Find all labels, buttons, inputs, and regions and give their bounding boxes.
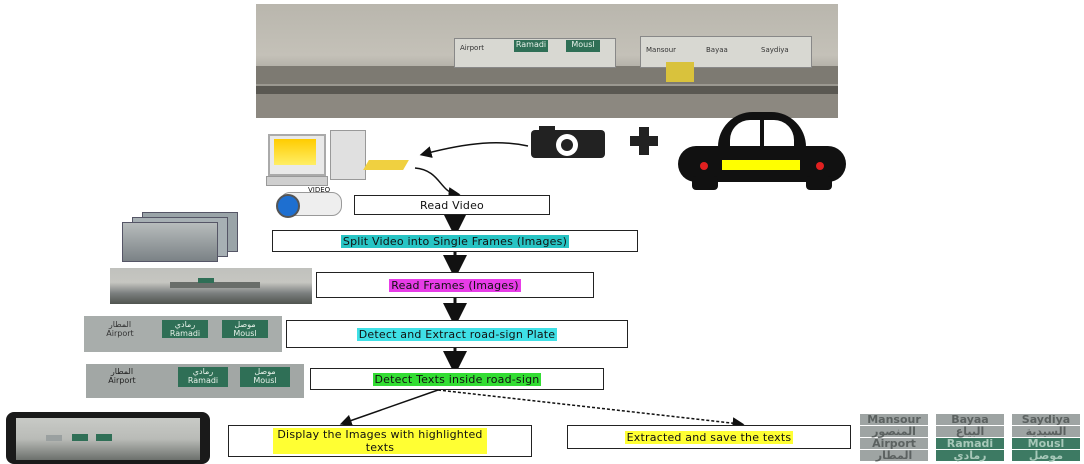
- step-detect-plate-label: Detect and Extract road-sign Plate: [356, 327, 558, 341]
- step-detect-texts: Detect Texts inside road-sign: [310, 368, 604, 390]
- extracted-mousl-ar: موصل: [1012, 449, 1080, 462]
- step-split-video-label: Split Video into Single Frames (Images): [340, 234, 570, 248]
- extracted-airport: Airport: [860, 437, 928, 450]
- car-icon: [678, 112, 846, 192]
- top-sign-mansour: Mansour: [646, 46, 677, 54]
- camera-to-computer-arrow: [419, 141, 529, 158]
- step-display-images: Display the Images with highlighted text…: [228, 425, 532, 457]
- extracted-saydiya-ar: السيدية: [1012, 425, 1080, 438]
- extracted-mansour: Mansour: [860, 413, 928, 426]
- stacked-frames-icon: [118, 212, 240, 262]
- step-read-video-label: Read Video: [420, 198, 484, 212]
- top-sign-mousl: Mousl: [566, 40, 600, 52]
- step-detect-texts-label: Detect Texts inside road-sign: [372, 372, 542, 386]
- step-split-video: Split Video into Single Frames (Images): [272, 230, 638, 252]
- top-road-photo: Ramadi Mousl Airport Mansour Bayaa Saydi…: [256, 4, 838, 118]
- step-detect-plate: Detect and Extract road-sign Plate: [286, 320, 628, 348]
- arrow-to-display: [339, 389, 439, 427]
- extracted-mansour-ar: المنصور: [860, 425, 928, 438]
- top-sign-airport: Airport: [460, 44, 484, 52]
- step-read-frames: Read Frames (Images): [316, 272, 594, 298]
- top-sign-ramadi: Ramadi: [514, 40, 548, 52]
- computer-to-read-video-arrow: [414, 167, 461, 200]
- extracted-airport-ar: المطار: [860, 449, 928, 462]
- step-extract-texts-label: Extracted and save the texts: [624, 430, 794, 444]
- plus-icon-vertical: [639, 127, 649, 155]
- billboard: [666, 62, 694, 82]
- step-read-frames-label: Read Frames (Images): [389, 278, 521, 292]
- extracted-bayaa: Bayaa: [936, 413, 1004, 426]
- extracted-saydiya: Saydiya: [1012, 413, 1080, 426]
- extracted-ramadi-ar: رمادي: [936, 449, 1004, 462]
- extracted-ramadi: Ramadi: [936, 437, 1004, 450]
- camera-icon: [531, 126, 605, 158]
- video-camera-icon: VIDEO: [274, 186, 346, 218]
- top-sign-bayaa: Bayaa: [706, 46, 728, 54]
- extracted-texts-grid: Mansour Bayaa Saydiya المنصور البياع الس…: [860, 413, 1082, 462]
- frame-photo: [110, 268, 312, 304]
- top-sign-saydiya: Saydiya: [761, 46, 789, 54]
- step-read-video: Read Video: [354, 195, 550, 215]
- step-display-images-label: Display the Images with highlighted text…: [273, 428, 487, 454]
- tablet-display-icon: [6, 412, 210, 464]
- step-extract-texts: Extracted and save the texts: [567, 425, 851, 449]
- extracted-mousl: Mousl: [1012, 437, 1080, 450]
- extracted-bayaa-ar: البياع: [936, 425, 1004, 438]
- video-label: VIDEO: [308, 186, 331, 194]
- arrow-to-extract: [437, 389, 745, 430]
- computer-icon: [262, 130, 412, 190]
